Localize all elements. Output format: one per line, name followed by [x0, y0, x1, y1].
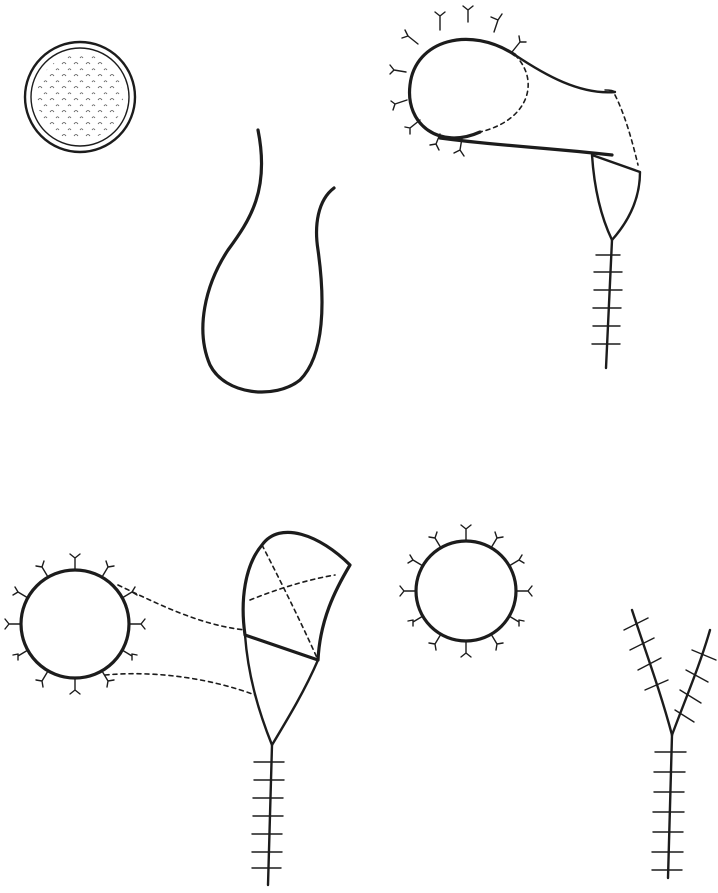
- y-suture-stem: [668, 735, 672, 878]
- panel-top-left: [25, 42, 334, 392]
- purse-string-circle-hidden: [480, 55, 528, 132]
- dotted-connector-upper: [118, 585, 245, 630]
- pear-shaped-incision-outline: [203, 130, 334, 392]
- dotted-connector-lower: [105, 674, 255, 695]
- linear-suture-line: [606, 240, 612, 368]
- skin-disc: [25, 42, 135, 152]
- flap-fold-line-2: [250, 575, 335, 600]
- purse-string-circle-bottom: [21, 570, 129, 678]
- flap-dotted-edge: [615, 95, 638, 165]
- panel-top-right: [390, 6, 640, 368]
- flap-shaded-triangle-bottom: [245, 635, 318, 745]
- flap-shaded-triangle: [592, 155, 640, 240]
- panel-bottom-right: [400, 525, 716, 878]
- y-suture-left-arm: [632, 610, 672, 735]
- flap-outline-upper: [515, 55, 615, 92]
- closed-purse-string-circle: [416, 541, 516, 641]
- purse-string-stitches-bottom-right: [400, 525, 532, 657]
- panel-bottom-left: [5, 532, 350, 885]
- y-suture-right-arm: [672, 630, 710, 735]
- linear-suture-line-bottom-left: [268, 745, 272, 885]
- purse-string-stitches-bottom-left: [5, 554, 145, 694]
- suture-stitches-bottom-left: [252, 762, 284, 868]
- flap-outline-lower: [440, 138, 612, 155]
- purse-string-circle: [410, 39, 515, 138]
